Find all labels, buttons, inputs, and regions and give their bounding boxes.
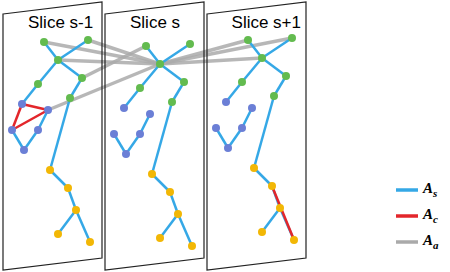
graph-vertex <box>78 74 86 82</box>
slice-title: Slice s-1 <box>28 14 93 32</box>
slice-frame <box>206 0 308 272</box>
graph-vertex <box>34 126 42 134</box>
graph-edge <box>58 60 82 78</box>
slice-frame <box>2 0 104 272</box>
graph-vertex <box>142 42 150 50</box>
graph-vertex <box>258 228 266 236</box>
graph-edge <box>140 64 160 88</box>
graph-vertex <box>46 166 54 174</box>
graph-vertex <box>166 188 174 196</box>
graph-vertex <box>44 106 52 114</box>
graph-vertex <box>66 94 74 102</box>
graph-vertex <box>136 130 144 138</box>
slice-title: Slice s <box>130 14 180 32</box>
graph-vertex <box>276 204 284 212</box>
slice-frame <box>104 0 206 272</box>
graph-edge <box>262 38 292 58</box>
graph-vertex <box>54 56 62 64</box>
graph-vertex <box>86 238 94 246</box>
graph-vertex <box>174 210 182 218</box>
graph-vertex <box>180 78 188 86</box>
graph-edge <box>58 40 88 60</box>
graph-vertex <box>238 124 246 132</box>
graph-vertex <box>8 126 16 134</box>
slice-panel: Slice s-1 <box>2 0 104 272</box>
graph-vertex <box>156 234 164 242</box>
graph-vertex <box>110 130 118 138</box>
graph-vertex <box>212 124 220 132</box>
slice-outline <box>3 2 102 270</box>
graph-vertex <box>18 100 26 108</box>
graph-vertex <box>54 230 62 238</box>
graph-vertex <box>34 80 42 88</box>
graph-vertex <box>156 60 164 68</box>
graph-edge <box>82 46 146 78</box>
graph-vertex <box>72 206 80 214</box>
graph-edge <box>50 98 70 170</box>
graph-edge <box>160 44 190 64</box>
graph-vertex <box>64 184 72 192</box>
slice-panel: Slice s+1 <box>206 0 308 272</box>
legend-line <box>396 214 418 218</box>
graph-vertex <box>40 38 48 46</box>
legend-label: As <box>423 179 437 198</box>
graph-edge <box>160 38 292 64</box>
graph-vertex <box>270 92 278 100</box>
legend-line <box>396 188 418 192</box>
graph-vertex <box>268 182 276 190</box>
legend-label: Ac <box>423 205 438 224</box>
graph-vertex <box>20 146 28 154</box>
graph-vertex <box>288 34 296 42</box>
graph-edge <box>242 58 262 82</box>
graph-edge <box>12 110 48 130</box>
graph-edge <box>254 96 274 168</box>
graph-edge <box>160 214 178 238</box>
graph-vertex <box>186 40 194 48</box>
slice-panel: Slice s <box>104 0 206 272</box>
graph-edge <box>38 60 58 84</box>
graph-vertex <box>122 150 130 158</box>
graph-edge <box>58 210 76 234</box>
graph-vertex <box>258 54 266 62</box>
graph-vertex <box>136 84 144 92</box>
graph-edge <box>262 58 286 76</box>
graph-vertex <box>120 104 128 112</box>
graph-edge <box>160 64 184 82</box>
graph-vertex <box>188 242 196 250</box>
graph-vertex <box>244 36 252 44</box>
graph-edge <box>262 208 280 232</box>
graph-vertex <box>222 98 230 106</box>
graph-vertex <box>238 78 246 86</box>
graph-vertex <box>290 236 298 244</box>
graph-vertex <box>148 170 156 178</box>
graph-edge <box>178 214 192 246</box>
graph-vertex <box>84 36 92 44</box>
graph-vertex <box>224 144 232 152</box>
graph-edge <box>22 104 48 110</box>
slice-outline <box>207 2 306 270</box>
graph-vertex <box>168 98 176 106</box>
graph-vertex <box>282 72 290 80</box>
graph-vertex <box>248 104 256 112</box>
graph-vertex <box>146 110 154 118</box>
legend-line <box>396 240 418 244</box>
graph-vertex <box>250 164 258 172</box>
graph-edge <box>48 64 160 110</box>
graph-edge <box>272 186 294 240</box>
slice-outline <box>105 2 204 270</box>
legend-label: Aa <box>423 231 439 250</box>
graph-edge <box>152 102 172 174</box>
slice-title: Slice s+1 <box>232 14 301 32</box>
graph-edge <box>76 210 90 242</box>
